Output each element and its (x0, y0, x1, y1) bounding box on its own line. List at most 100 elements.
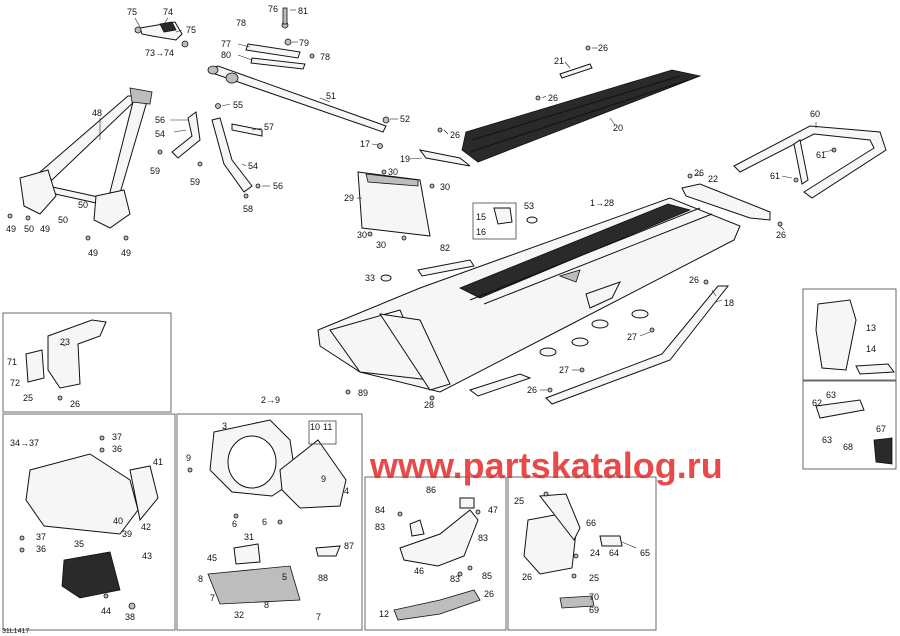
callout-53: 53 (524, 201, 534, 211)
callout-43: 43 (142, 551, 152, 561)
rail-18 (540, 279, 730, 405)
rear-bumper-60 (681, 122, 887, 231)
callout-16: 16 (476, 227, 486, 237)
callout-69: 69 (589, 605, 599, 615)
detail-box-62-68 (802, 380, 897, 470)
callout-38: 38 (125, 612, 135, 622)
grommet-33 (380, 274, 392, 282)
strip-82 (417, 259, 475, 277)
callout-41: 41 (153, 457, 163, 467)
callout-32: 32 (234, 610, 244, 620)
callout-70: 70 (589, 592, 599, 602)
skid-plate-46 (393, 497, 481, 621)
callout-83: 83 (478, 533, 488, 543)
callout-45: 45 (207, 553, 217, 563)
callout-35: 35 (74, 539, 84, 549)
callout-72: 72 (10, 378, 20, 388)
callout-3: 3 (222, 421, 227, 431)
callout-85: 85 (482, 571, 492, 581)
callout-78: 78 (236, 18, 246, 28)
callout-79: 79 (299, 38, 309, 48)
callout-25: 25 (589, 573, 599, 583)
callout-61: 61 (770, 171, 780, 181)
detail-box-34-44 (2, 413, 176, 631)
callout-26: 26 (484, 589, 494, 599)
callout-75: 75 (186, 25, 196, 35)
detail-box-2-11 (176, 413, 363, 631)
callout-21: 21 (554, 56, 564, 66)
callout-37: 37 (36, 532, 46, 542)
bar-assembly-76-81 (237, 7, 315, 70)
running-board-20 (437, 45, 702, 163)
callout-22: 22 (708, 174, 718, 184)
callout-4: 4 (344, 486, 349, 496)
callout-49: 49 (40, 224, 50, 234)
callout-14: 14 (866, 344, 876, 354)
callout-26: 26 (548, 93, 558, 103)
callout-89: 89 (358, 388, 368, 398)
callout-2-9: 2→9 (261, 395, 280, 405)
callout-39: 39 (122, 529, 132, 539)
callout-50: 50 (78, 200, 88, 210)
callout-30: 30 (357, 230, 367, 240)
callout-84: 84 (375, 505, 385, 515)
callout-30: 30 (388, 167, 398, 177)
callout-54: 54 (248, 161, 258, 171)
bracket-62 (815, 399, 865, 419)
callout-36: 36 (36, 544, 46, 554)
callout-1-28: 1→28 (590, 198, 614, 208)
callout-42: 42 (141, 522, 151, 532)
callout-49: 49 (6, 224, 16, 234)
callout-81: 81 (298, 6, 308, 16)
callout-34-37: 34→37 (10, 438, 39, 448)
callout-40: 40 (113, 516, 123, 526)
callout-87: 87 (344, 541, 354, 551)
callout-57: 57 (264, 122, 274, 132)
callout-75: 75 (127, 7, 137, 17)
callout-26: 26 (694, 168, 704, 178)
callout-71: 71 (7, 357, 17, 367)
callout-60: 60 (810, 109, 820, 119)
front-support-48 (7, 87, 153, 241)
callout-6: 6 (232, 519, 237, 529)
callout-27: 27 (627, 332, 637, 342)
callout-52: 52 (400, 114, 410, 124)
callout-61: 61 (816, 150, 826, 160)
detail-box-15-16 (472, 202, 517, 240)
detail-box-12-86 (364, 476, 507, 631)
callout-59: 59 (190, 177, 200, 187)
callout-63: 63 (822, 435, 832, 445)
grommet-53 (526, 216, 538, 224)
callout-33: 33 (365, 273, 375, 283)
callout-26: 26 (70, 399, 80, 409)
callout-23: 23 (60, 337, 70, 347)
callout-26: 26 (689, 275, 699, 285)
callout-29: 29 (344, 193, 354, 203)
callout-13: 13 (866, 323, 876, 333)
callout-6: 6 (262, 517, 267, 527)
plate-14 (855, 363, 895, 375)
callout-26: 26 (527, 385, 537, 395)
callout-83: 83 (450, 574, 460, 584)
callout-15: 15 (476, 212, 486, 222)
callout-7: 7 (316, 612, 321, 622)
callout-78: 78 (320, 52, 330, 62)
callout-67: 67 (876, 424, 886, 434)
reference-code: 31L1417 (2, 628, 29, 635)
callout-8: 8 (264, 600, 269, 610)
callout-5: 5 (282, 572, 287, 582)
callout-46: 46 (414, 566, 424, 576)
callout-8: 8 (198, 574, 203, 584)
callout-86: 86 (426, 485, 436, 495)
callout-20: 20 (613, 123, 623, 133)
callout-48: 48 (92, 108, 102, 118)
callout-56: 56 (155, 115, 165, 125)
callout-66: 66 (586, 518, 596, 528)
plate-23 (25, 319, 107, 401)
panel-29 (357, 149, 471, 241)
callout-83: 83 (375, 522, 385, 532)
callout-49: 49 (88, 248, 98, 258)
callout-25: 25 (514, 496, 524, 506)
callout-27: 27 (559, 365, 569, 375)
